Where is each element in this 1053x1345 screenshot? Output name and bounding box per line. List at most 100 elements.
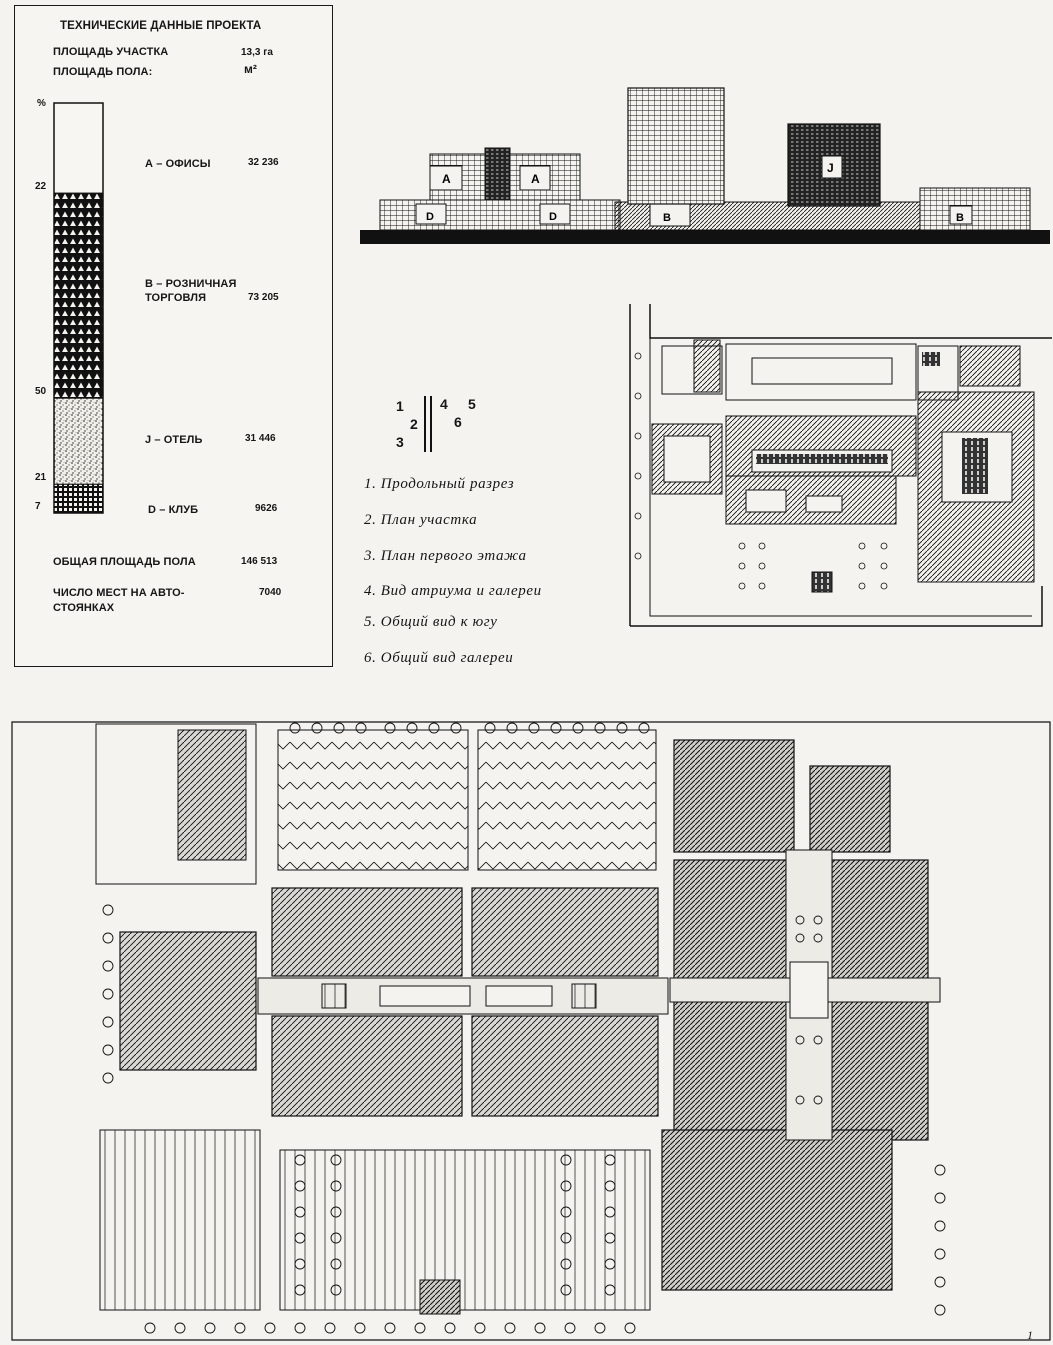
percent-label-offices: 22	[35, 181, 47, 193]
tree-icon	[324, 1322, 336, 1334]
caption-3: 3. План первого этажа	[364, 548, 527, 564]
tree-icon	[934, 1220, 946, 1232]
site-area-label: ПЛОЩАДЬ УЧАСТКА	[53, 46, 169, 58]
key-divider	[430, 396, 432, 452]
site-area-value: 13,3 га	[241, 47, 273, 58]
tree-icon	[333, 722, 345, 734]
tree-icon	[330, 1284, 342, 1296]
bar-segment-1	[53, 192, 104, 399]
site-plan-drawing	[629, 304, 1052, 627]
tree-icon	[294, 1232, 306, 1244]
tree-icon	[294, 1284, 306, 1296]
tree-icon	[102, 932, 114, 944]
total-floor-area-value: 146 513	[241, 556, 278, 567]
tree-icon	[102, 1044, 114, 1056]
category-offices: А – ОФИСЫ	[145, 158, 211, 170]
tree-icon	[560, 1232, 572, 1244]
tree-icon	[264, 1322, 276, 1334]
tree-icon	[934, 1276, 946, 1288]
bar-segment-0	[53, 102, 104, 194]
tree-icon	[102, 1072, 114, 1084]
panel-title: ТЕХНИЧЕСКИЕ ДАННЫЕ ПРОЕКТА	[60, 20, 262, 32]
figure-legend: 1 2 3 4 5 6 1. Продольный разрез 2. План…	[360, 390, 630, 680]
caption-6: 6. Общий вид галереи	[364, 650, 514, 666]
key-number: 6	[454, 414, 462, 430]
tree-icon	[594, 1322, 606, 1334]
tree-icon	[354, 1322, 366, 1334]
section-label: A	[531, 172, 540, 186]
caption-2: 2. План участка	[364, 512, 478, 528]
tree-icon	[102, 988, 114, 1000]
percent-label-retail: 50	[35, 386, 47, 398]
tree-icon	[604, 1154, 616, 1166]
tree-icon	[294, 1322, 306, 1334]
category-club: D – КЛУБ	[148, 504, 199, 516]
tree-icon	[604, 1206, 616, 1218]
tree-icon	[616, 722, 628, 734]
key-number: 2	[410, 416, 418, 432]
tree-icon	[474, 1322, 486, 1334]
tree-icon	[384, 1322, 396, 1334]
tree-icon	[564, 1322, 576, 1334]
floor-area-unit: м²	[244, 62, 257, 76]
tree-icon	[102, 904, 114, 916]
tree-icon	[604, 1180, 616, 1192]
category-hotel: J – ОТЕЛЬ	[145, 434, 203, 446]
tree-icon	[484, 722, 496, 734]
caption-5: 5. Общий вид к югу	[364, 614, 498, 630]
tree-icon	[355, 722, 367, 734]
floor-area-label: ПЛОЩАДЬ ПОЛА:	[53, 66, 153, 78]
section-label: J	[827, 161, 834, 175]
tree-icon	[102, 1016, 114, 1028]
tree-icon	[604, 1258, 616, 1270]
key-number: 5	[468, 396, 476, 412]
bar-segment-2	[53, 397, 104, 485]
tree-icon	[504, 1322, 516, 1334]
tree-icon	[330, 1232, 342, 1244]
section-label: D	[549, 211, 557, 223]
tree-icon	[444, 1322, 456, 1334]
tree-icon	[594, 722, 606, 734]
tree-icon	[294, 1206, 306, 1218]
tree-icon	[624, 1322, 636, 1334]
longitudinal-section-drawing: A A D D B J B	[360, 87, 1050, 244]
tree-icon	[572, 722, 584, 734]
tree-icon	[384, 722, 396, 734]
section-label: D	[426, 211, 434, 223]
tree-icon	[311, 722, 323, 734]
area-retail: 73 205	[248, 292, 279, 303]
tree-icon	[102, 960, 114, 972]
tree-icon	[330, 1154, 342, 1166]
percent-label-hotel: 21	[35, 472, 47, 484]
tree-icon	[560, 1258, 572, 1270]
tree-icon	[294, 1154, 306, 1166]
tree-icon	[330, 1258, 342, 1270]
tree-icon	[144, 1322, 156, 1334]
key-divider	[424, 396, 426, 452]
tree-icon	[638, 722, 650, 734]
key-number: 4	[440, 396, 448, 412]
section-label: A	[442, 172, 451, 186]
ground-floor-plan-drawing	[11, 721, 1051, 1341]
area-club: 9626	[255, 503, 278, 514]
tree-icon	[550, 722, 562, 734]
area-offices: 32 236	[248, 157, 279, 168]
tree-icon	[934, 1304, 946, 1316]
tree-icon	[604, 1284, 616, 1296]
area-hotel: 31 446	[245, 433, 276, 444]
tree-icon	[528, 722, 540, 734]
tree-icon	[450, 722, 462, 734]
section-label: B	[956, 212, 964, 224]
tree-icon	[506, 722, 518, 734]
tree-icon	[934, 1248, 946, 1260]
tree-icon	[560, 1180, 572, 1192]
key-number: 3	[396, 434, 404, 450]
project-data-panel: ТЕХНИЧЕСКИЕ ДАННЫЕ ПРОЕКТА ПЛОЩАДЬ УЧАСТ…	[14, 5, 333, 667]
key-number: 1	[396, 398, 404, 414]
percent-symbol: %	[37, 98, 46, 109]
tree-icon	[406, 722, 418, 734]
caption-1: 1. Продольный разрез	[364, 476, 515, 492]
tree-icon	[414, 1322, 426, 1334]
parking-value: 7040	[259, 587, 282, 598]
percent-label-club: 7	[35, 501, 41, 512]
